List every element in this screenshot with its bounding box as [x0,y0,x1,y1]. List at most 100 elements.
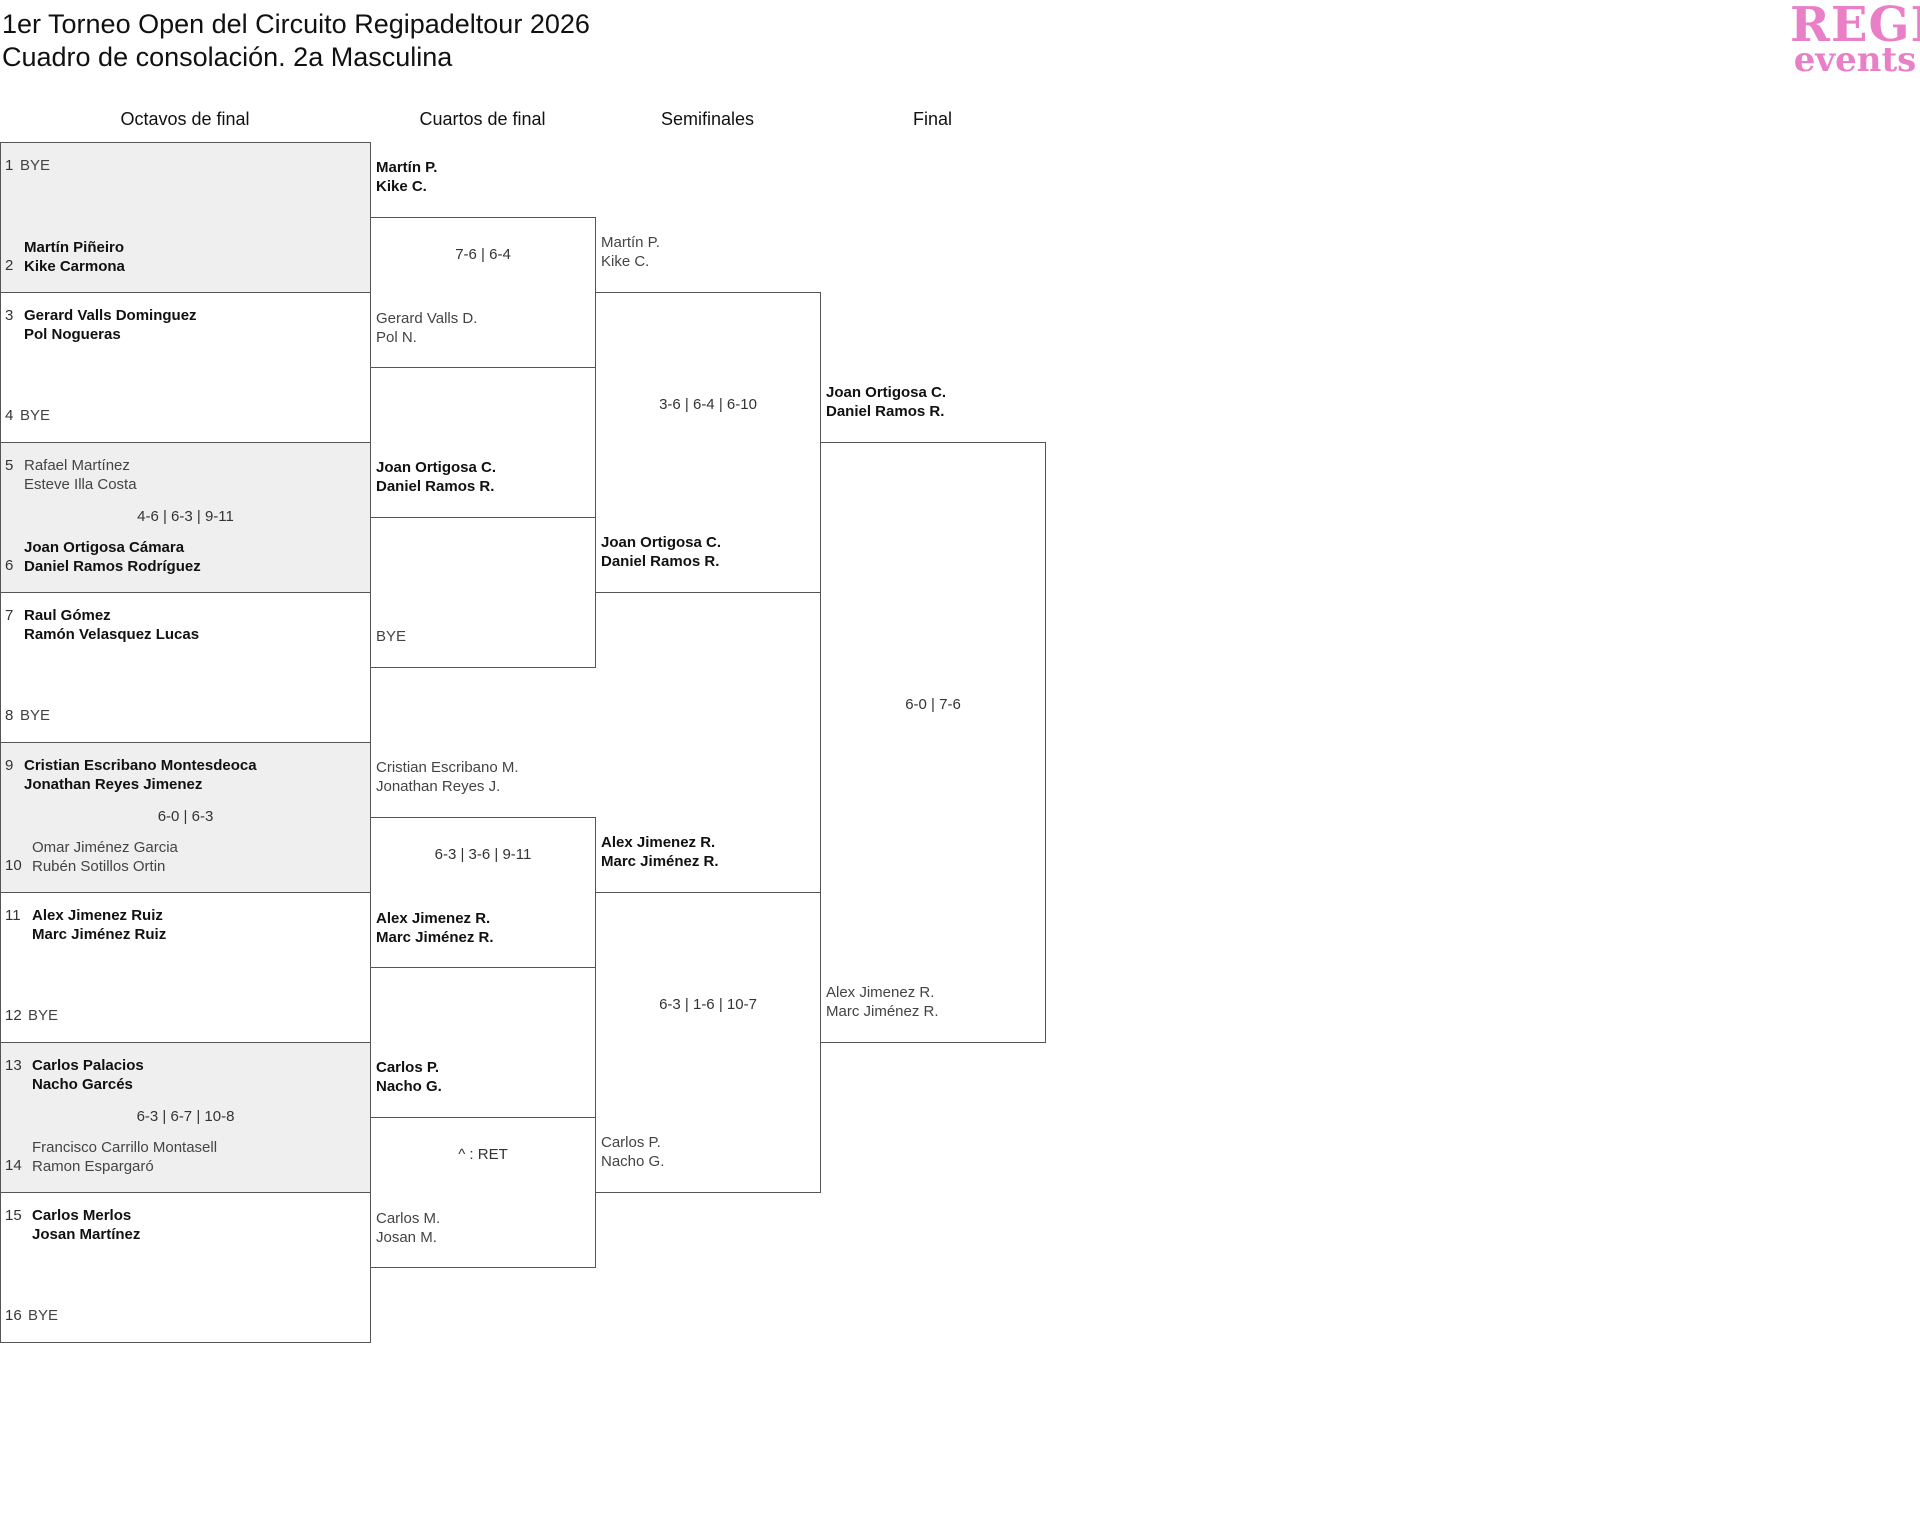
seed-number: 16 [5,1307,22,1324]
cuartos-team-bottom: Alex Jimenez R. Marc Jiménez R. [376,909,494,947]
seed-number: 6 [5,557,14,574]
seed-number: 15 [5,1207,22,1224]
round-header-octavos: Octavos de final [120,109,250,129]
octavos-match-box [0,442,371,593]
player-name: Daniel Ramos R. [601,553,720,570]
player-name: Alex Jimenez R. [376,910,491,927]
player-name: Kike C. [601,253,650,270]
player-name: Alex Jimenez Ruiz [32,907,163,924]
player-name: Pol N. [376,329,417,346]
round-header-final: Final [912,109,952,129]
player-name: BYE [28,1307,59,1324]
player-name: Carlos Merlos [32,1207,132,1224]
player-name: Kike Carmona [24,258,125,275]
cuartos-team-top: Carlos P.Nacho G. [376,1058,442,1096]
player-name: Martín P. [601,234,660,251]
seed-number: 10 [5,857,22,874]
match-score: 6-0 | 7-6 [905,696,961,713]
cuartos-team-bottom: Gerard Valls D. Pol N. [376,309,477,347]
match-score: 7-6 | 6-4 [455,246,511,263]
match-score: 6-3 | 3-6 | 9-11 [434,846,532,863]
seed-number: 9 [5,757,14,774]
player-name: Carlos Palacios [32,1057,144,1074]
cuartos-team-top: Cristian Escribano M. Jonathan Reyes J. [376,758,519,796]
player-name: Joan Ortigosa C. [601,534,722,551]
semis-team-bottom: Carlos P.Nacho G. [601,1133,664,1171]
player-name: Cristian Escribano M. [376,759,519,776]
octavos-match-box [0,742,371,893]
player-name: Josan Martínez [32,1226,141,1243]
player-name: Kike C. [376,178,427,195]
player-name: Joan Ortigosa C. [826,384,947,401]
seed-number: 1 [5,157,14,174]
player-name: Nacho Garcés [32,1076,133,1093]
seed-number: 7 [5,607,14,624]
player-name: Rafael Martínez [24,457,130,474]
seed-number: 2 [5,257,14,274]
seed-number: 11 [5,907,21,924]
player-name: Omar Jiménez Garcia [32,839,178,856]
player-name: Marc Jiménez R. [601,853,719,870]
octavos-team-bottom: BYE [28,1006,58,1025]
player-name: Marc Jiménez R. [376,929,494,946]
logo-text-regi: REGI [1790,0,1920,53]
seed-number: 4 [5,407,14,424]
player-name: Jonathan Reyes J. [376,778,501,795]
player-name: Daniel Ramos R. [376,478,495,495]
octavos-team-top: BYE [20,156,50,175]
player-name: Marc Jiménez R. [826,1003,939,1020]
player-name: Cristian Escribano Montesdeoca [24,757,257,774]
seed-number: 13 [5,1057,22,1074]
semis-team-top: Martín P. Kike C. [601,233,660,271]
player-name: Marc Jiménez Ruiz [32,926,167,943]
player-name: Carlos P. [601,1134,661,1151]
player-name: Jonathan Reyes Jimenez [24,776,203,793]
semis-team-top: Alex Jimenez R. Marc Jiménez R. [601,833,719,871]
cuartos-team-top: Martín P. Kike C. [376,158,437,196]
player-name: Carlos P. [376,1059,440,1076]
draw-name: Cuadro de consolación. 2a Masculina [2,42,453,72]
final-team-bottom: Alex Jimenez R.Marc Jiménez R. [826,983,939,1021]
regi-events-logo: REGI events [1790,0,1920,86]
player-name: BYE [20,157,51,174]
octavos-team-bottom: BYE [28,1306,58,1325]
player-name: Daniel Ramos R. [826,403,945,420]
player-name: BYE [376,628,407,645]
player-name: Gerard Valls D. [376,310,478,327]
match-score: 6-0 | 6-3 [157,808,214,825]
round-header-semis: Semifinales [660,109,755,129]
player-name: BYE [20,407,51,424]
player-name: Pol Nogueras [24,326,121,343]
seed-number: 3 [5,307,14,324]
player-name: Daniel Ramos Rodríguez [24,558,201,575]
player-name: Francisco Carrillo Montasell [32,1139,218,1156]
player-name: Martín P. [376,159,438,176]
player-name: Ramón Velasquez Lucas [24,626,200,643]
player-name: BYE [20,707,51,724]
octavos-match-box [0,142,371,293]
player-name: Ramon Espargaró [32,1158,154,1175]
tournament-name: 1er Torneo Open del Circuito Regipadelto… [2,9,590,39]
player-name: Carlos M. [376,1210,441,1227]
logo-text-events: events [1793,40,1917,80]
player-name: Alex Jimenez R. [601,834,716,851]
seed-number: 5 [5,457,14,474]
player-name: Joan Ortigosa Cámara [24,539,185,556]
semis-team-bottom: Joan Ortigosa C. Daniel Ramos R. [601,533,721,571]
match-score: 6-3 | 6-7 | 10-8 [136,1108,235,1125]
match-score: ^ : RET [458,1146,508,1163]
cuartos-team-bottom: BYE [376,627,406,646]
player-name: Raul Gómez [24,607,111,624]
final-match-box [820,442,1046,1043]
seed-number: 8 [5,707,14,724]
player-name: Esteve Illa Costa [24,476,137,493]
